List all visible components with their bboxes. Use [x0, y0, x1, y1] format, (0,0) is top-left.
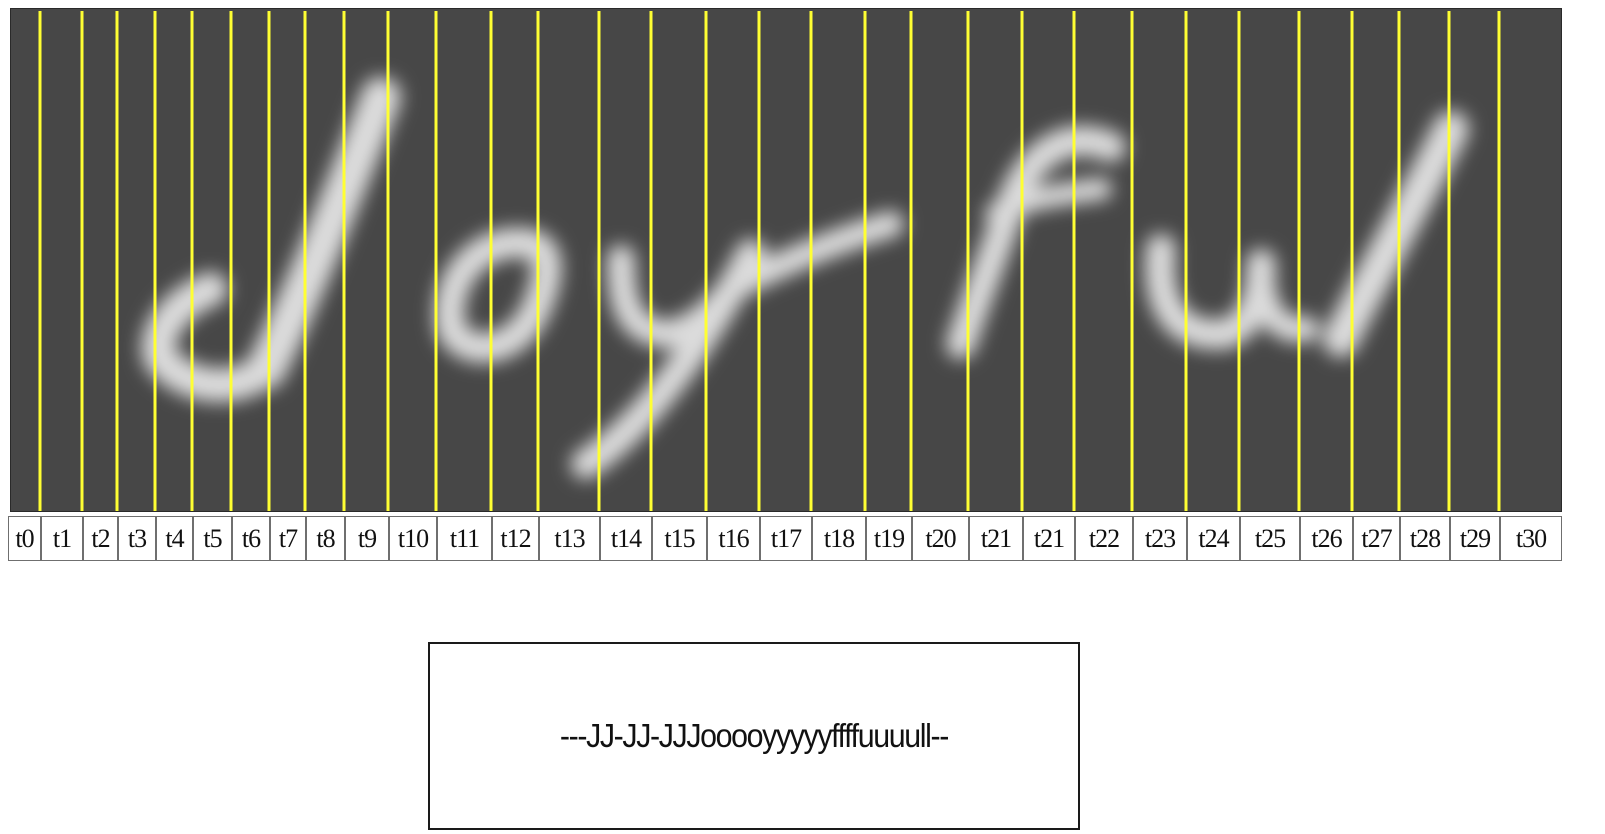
timestep-label: t9 — [345, 516, 389, 561]
timestep-label: t5 — [193, 516, 232, 561]
timestep-label: t26 — [1300, 516, 1353, 561]
handwritten-word-svg — [38, 11, 1501, 511]
handwriting-stroke — [141, 272, 283, 402]
timestep-label: t17 — [760, 516, 812, 561]
ctc-output-text: ---JJ-JJ-JJJooooyyyyyffffuuuull-- — [559, 717, 949, 754]
handwriting-stroke — [985, 178, 1112, 225]
timestep-label: t15 — [652, 516, 707, 561]
timestep-label: t29 — [1450, 516, 1500, 561]
timestep-label: t8 — [306, 516, 345, 561]
timestep-label: t19 — [866, 516, 912, 561]
timestep-label: t18 — [812, 516, 866, 561]
timestep-label: t23 — [1133, 516, 1187, 561]
timestep-label: t16 — [707, 516, 760, 561]
handwriting-stroke — [1323, 111, 1469, 357]
handwriting-stroke — [246, 77, 401, 389]
frame-lines — [38, 11, 1501, 511]
handwriting-stroke — [946, 125, 1126, 359]
ctc-output-box: ---JJ-JJ-JJJooooyyyyyffffuuuull-- — [428, 642, 1080, 830]
timestep-label: t20 — [912, 516, 969, 561]
timestep-label: t10 — [389, 516, 437, 561]
handwriting-strokes — [141, 77, 1469, 479]
timestep-label: t28 — [1400, 516, 1450, 561]
timestep-label: t6 — [232, 516, 270, 561]
timestep-label: t7 — [270, 516, 306, 561]
handwriting-stroke — [1145, 234, 1276, 350]
timestep-label: t0 — [8, 516, 41, 561]
timestep-label: t25 — [1240, 516, 1300, 561]
timestep-label: t30 — [1500, 516, 1562, 561]
timestep-label: t11 — [437, 516, 492, 561]
timestep-label: t14 — [600, 516, 652, 561]
handwriting-stroke — [434, 227, 562, 363]
timestep-label: t4 — [156, 516, 193, 561]
timestep-label: t27 — [1353, 516, 1400, 561]
timestep-label: t22 — [1075, 516, 1133, 561]
timestep-label: t21 — [969, 516, 1023, 561]
timestep-label: t12 — [492, 516, 539, 561]
timestep-label: t24 — [1187, 516, 1240, 561]
timestep-label: t1 — [41, 516, 83, 561]
timestep-label: t21 — [1023, 516, 1075, 561]
timestep-label: t2 — [83, 516, 118, 561]
handwritten-word-image — [10, 8, 1562, 512]
timestep-label: t3 — [118, 516, 156, 561]
handwriting-stroke — [1248, 251, 1319, 343]
timestep-label: t13 — [539, 516, 600, 561]
